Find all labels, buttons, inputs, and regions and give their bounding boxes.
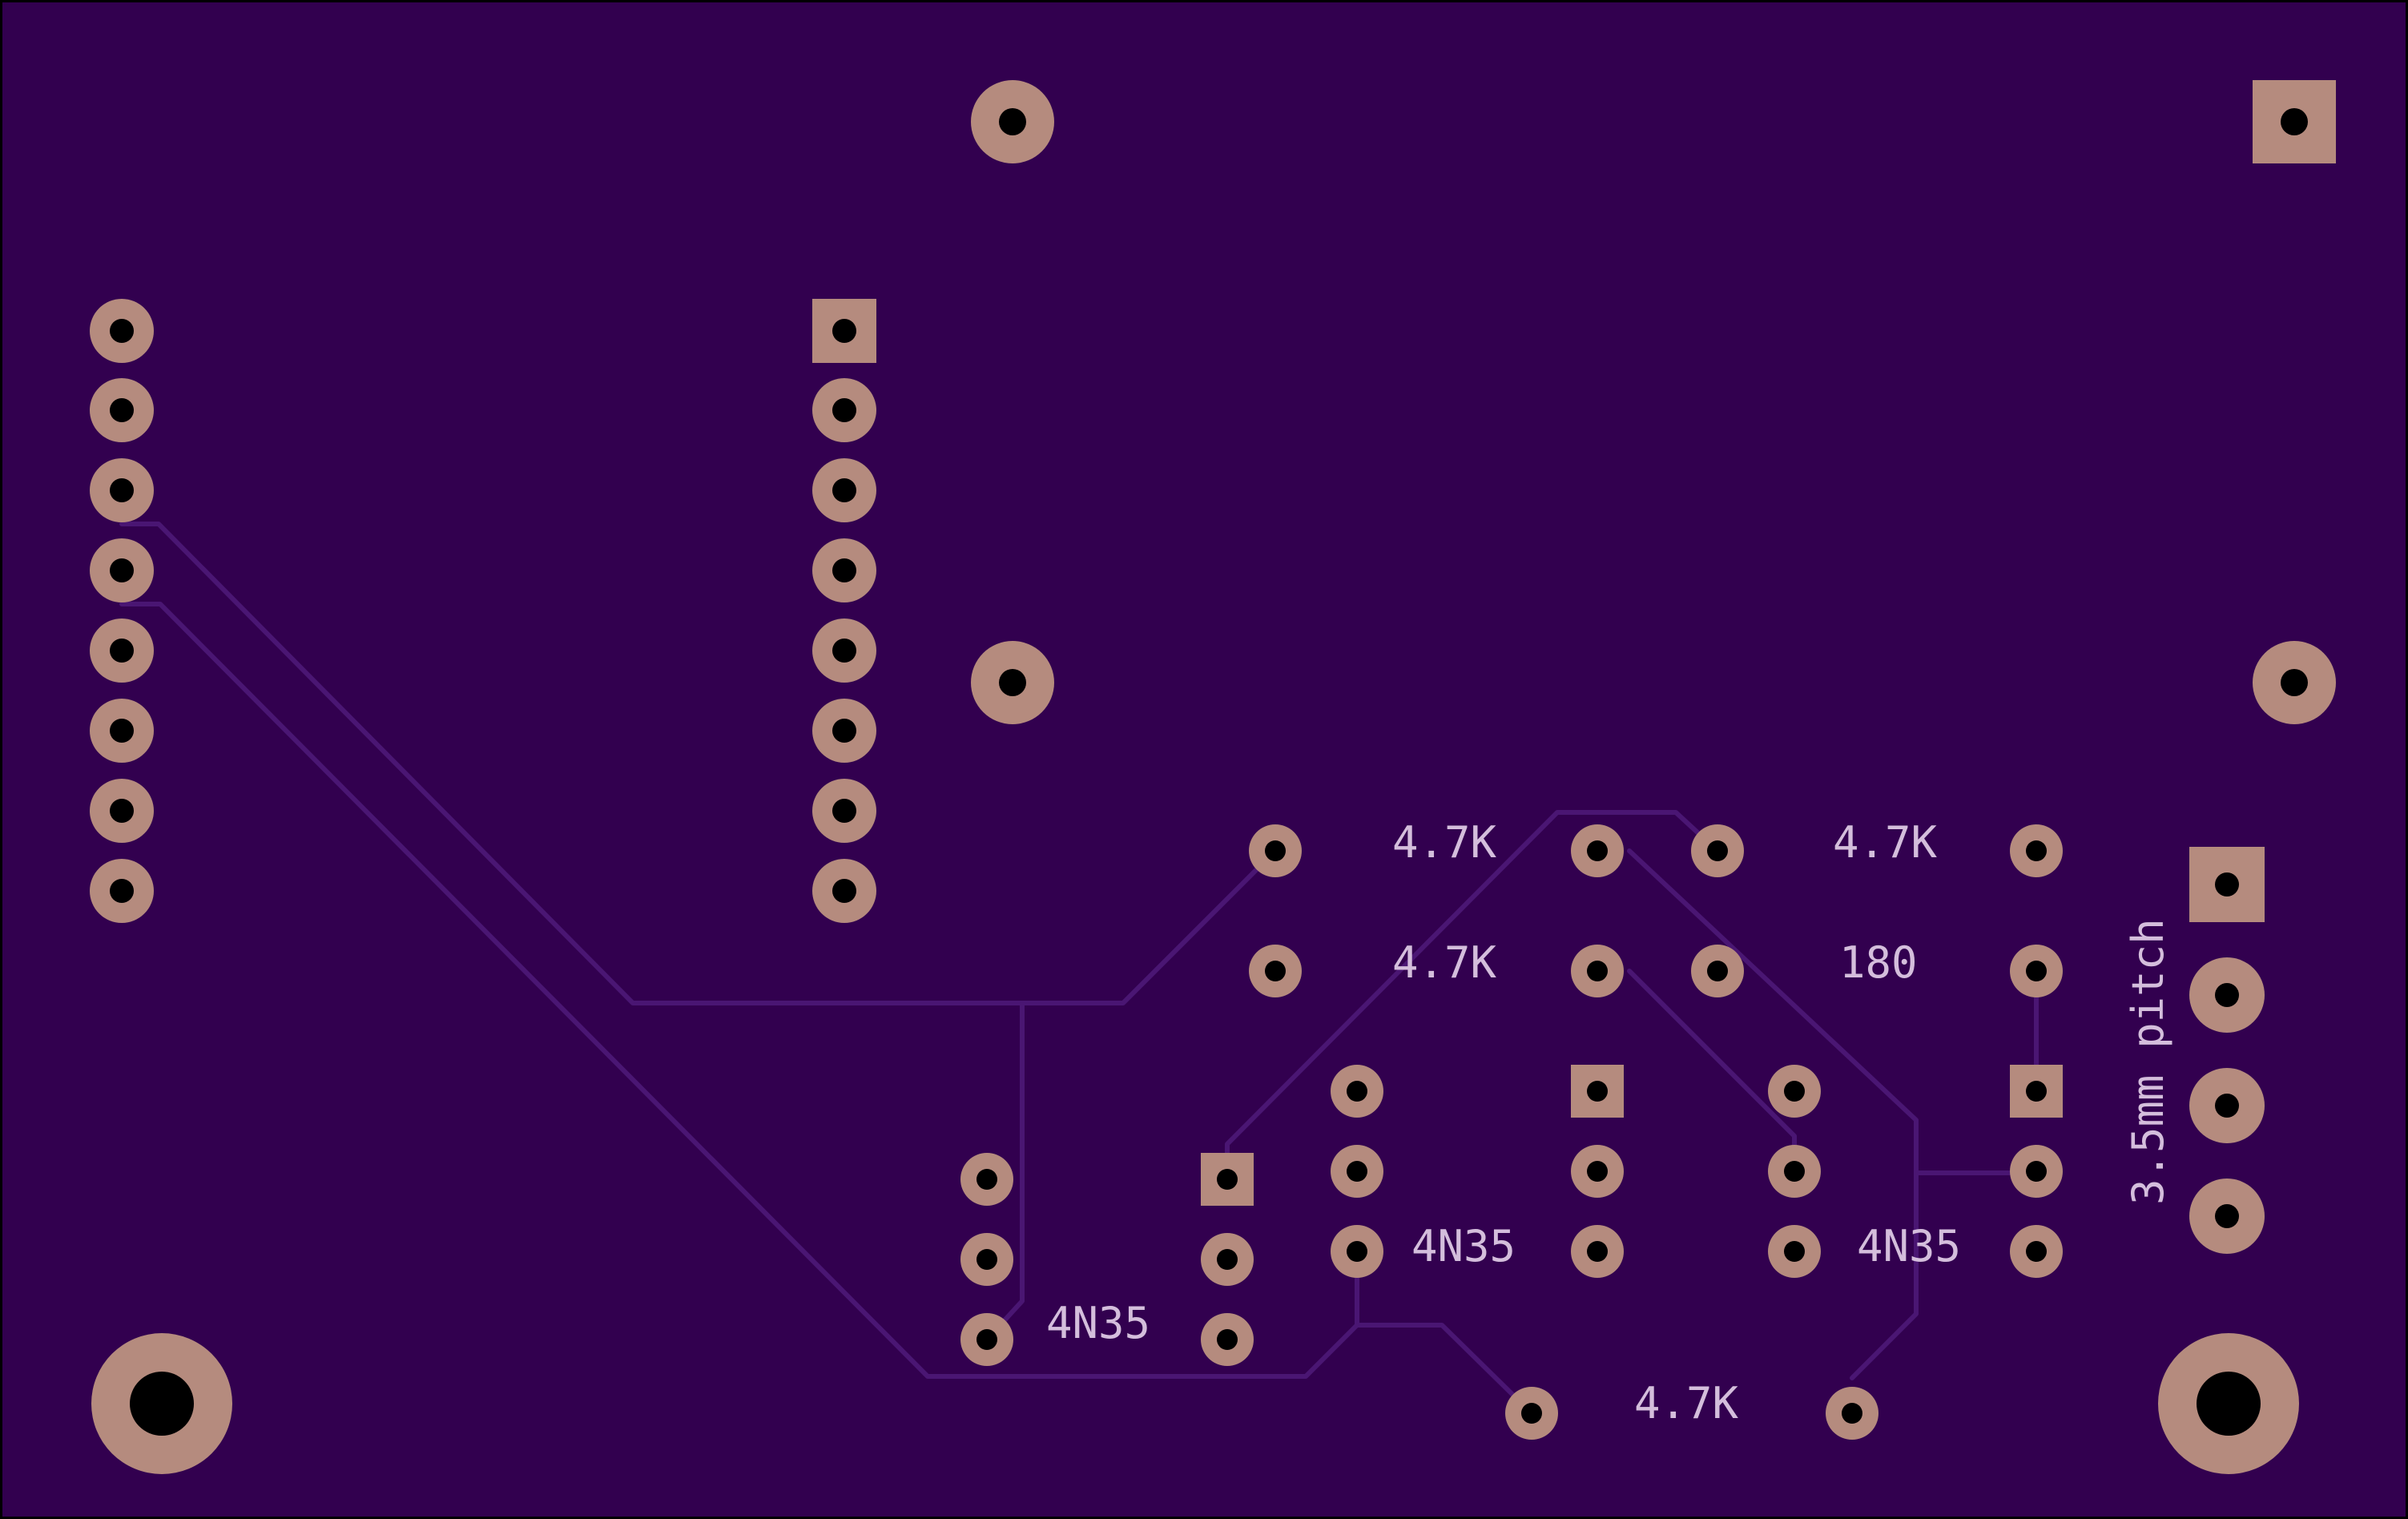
pad-r2-a bbox=[1249, 945, 1302, 997]
label-r3: 4.7K bbox=[1833, 817, 1938, 868]
pad-connector-3 bbox=[2189, 1068, 2265, 1143]
pad-u1-left-1 bbox=[960, 1153, 1013, 1206]
pad-left-header-7 bbox=[90, 779, 154, 843]
pad-u1-right-3 bbox=[1201, 1313, 1254, 1366]
pad-r1-a bbox=[1249, 824, 1302, 877]
pad-u3-right-2 bbox=[2010, 1145, 2063, 1198]
trace-u2-to-top bbox=[1225, 810, 1720, 1156]
pad-layer bbox=[90, 80, 2336, 1474]
pad-left-header-4 bbox=[90, 538, 154, 602]
pad-header2-7 bbox=[812, 779, 876, 843]
pad-u2-right-1 bbox=[1571, 1065, 1624, 1118]
pad-r4-b bbox=[2010, 945, 2063, 997]
pad-header2-2 bbox=[812, 378, 876, 442]
pad-top-mid bbox=[971, 80, 1054, 163]
label-r1: 4.7K bbox=[1392, 817, 1497, 868]
pad-r3-a bbox=[1691, 824, 1744, 877]
pad-u2-left-3 bbox=[1331, 1225, 1383, 1278]
pad-connector-1 bbox=[2189, 847, 2265, 922]
pad-u2-left-2 bbox=[1331, 1145, 1383, 1198]
pad-u1-left-3 bbox=[960, 1313, 1013, 1366]
pad-left-header-8 bbox=[90, 859, 154, 923]
label-connector-pitch: 3.5mm pitch bbox=[2123, 918, 2173, 1205]
trace-header-to-r1 bbox=[119, 522, 1278, 1005]
pad-u3-left-2 bbox=[1768, 1145, 1821, 1198]
trace-header-to-bottom bbox=[119, 602, 1359, 1379]
pad-r4-a bbox=[1691, 945, 1744, 997]
pad-u1-right-1 bbox=[1201, 1153, 1254, 1206]
pad-left-header-6 bbox=[90, 699, 154, 763]
pad-right-mid bbox=[2253, 641, 2336, 724]
pad-header2-4 bbox=[812, 538, 876, 602]
pad-u2-left-1 bbox=[1331, 1065, 1383, 1118]
pad-u3-right-3 bbox=[2010, 1225, 2063, 1278]
label-r4: 180 bbox=[1839, 937, 1918, 988]
pad-left-header-3 bbox=[90, 458, 154, 522]
pad-u2-right-3 bbox=[1571, 1225, 1624, 1278]
pad-left-header-5 bbox=[90, 618, 154, 683]
trace-layer bbox=[119, 522, 2039, 1416]
silkscreen-layer: 4.7K 4.7K 4.7K 180 4.7K 4N35 4N35 4N35 3… bbox=[1046, 817, 2173, 1428]
label-r2: 4.7K bbox=[1392, 937, 1497, 988]
label-r5: 4.7K bbox=[1634, 1378, 1739, 1428]
pad-left-header-2 bbox=[90, 378, 154, 442]
label-u2: 4N35 bbox=[1411, 1221, 1516, 1271]
pad-left-header-1 bbox=[90, 299, 154, 363]
pad-header2-8 bbox=[812, 859, 876, 923]
pad-u3-left-3 bbox=[1768, 1225, 1821, 1278]
pad-u3-left-1 bbox=[1768, 1065, 1821, 1118]
pad-u1-right-2 bbox=[1201, 1233, 1254, 1286]
pad-r2-b bbox=[1571, 945, 1624, 997]
mounting-hole-br bbox=[2158, 1333, 2299, 1474]
pad-connector-4 bbox=[2189, 1179, 2265, 1254]
trace-u2-bottom bbox=[1355, 1323, 1534, 1416]
pad-header2-5 bbox=[812, 618, 876, 683]
mounting-hole-bl bbox=[91, 1333, 232, 1474]
label-u1: 4N35 bbox=[1046, 1298, 1150, 1348]
pad-top-right-square bbox=[2253, 80, 2336, 163]
pad-mid bbox=[971, 641, 1054, 724]
pad-header2-6 bbox=[812, 699, 876, 763]
pad-r5-a bbox=[1505, 1387, 1558, 1440]
pad-u2-right-2 bbox=[1571, 1145, 1624, 1198]
pad-u1-left-2 bbox=[960, 1233, 1013, 1286]
pad-header2-3 bbox=[812, 458, 876, 522]
pad-r3-b bbox=[2010, 824, 2063, 877]
label-u3: 4N35 bbox=[1857, 1221, 1961, 1271]
trace-right-diagonal bbox=[1627, 848, 1919, 1380]
pad-connector-2 bbox=[2189, 957, 2265, 1033]
pad-r1-b bbox=[1571, 824, 1624, 877]
pad-header2-1 bbox=[812, 299, 876, 363]
pad-r5-b bbox=[1826, 1387, 1878, 1440]
pad-u3-right-1 bbox=[2010, 1065, 2063, 1118]
